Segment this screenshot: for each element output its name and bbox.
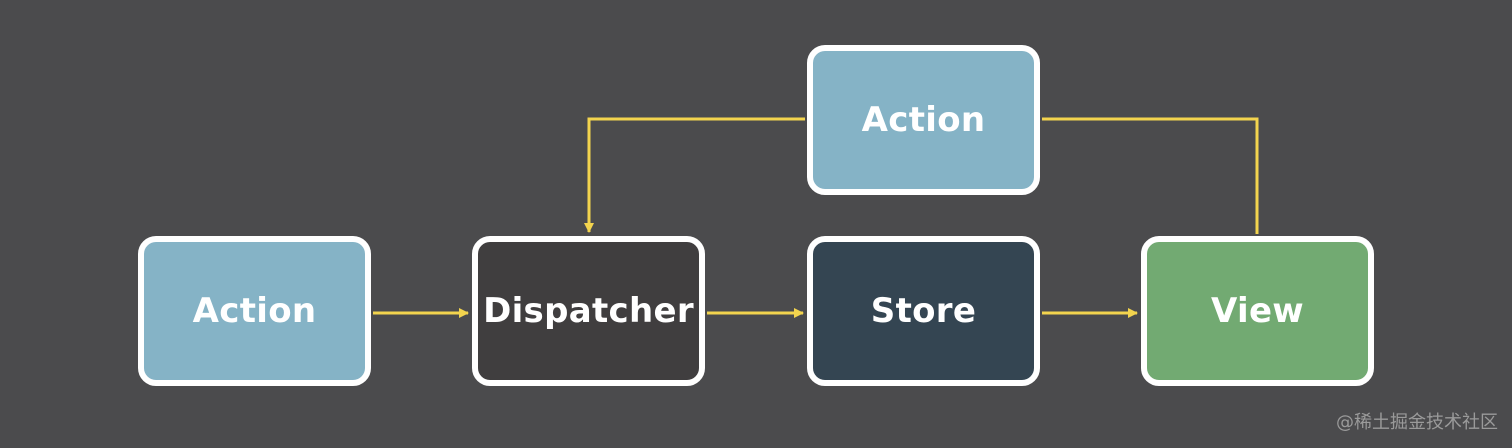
dispatcher-node-label: Dispatcher (483, 291, 694, 331)
store-node-label: Store (870, 291, 977, 331)
line-view-to-action-top (1042, 117, 1259, 234)
action-node-left-label: Action (192, 291, 317, 331)
view-node: View (1141, 236, 1374, 386)
arrow-action-top-to-dispatcher (584, 117, 805, 233)
store-node: Store (807, 236, 1040, 386)
view-node-label: View (1210, 291, 1305, 331)
action-node-top-label: Action (861, 100, 986, 140)
action-node-top: Action (807, 45, 1040, 195)
action-node-left: Action (138, 236, 371, 386)
watermark-text: @稀土掘金技术社区 (1336, 412, 1498, 433)
dispatcher-node: Dispatcher (472, 236, 705, 386)
